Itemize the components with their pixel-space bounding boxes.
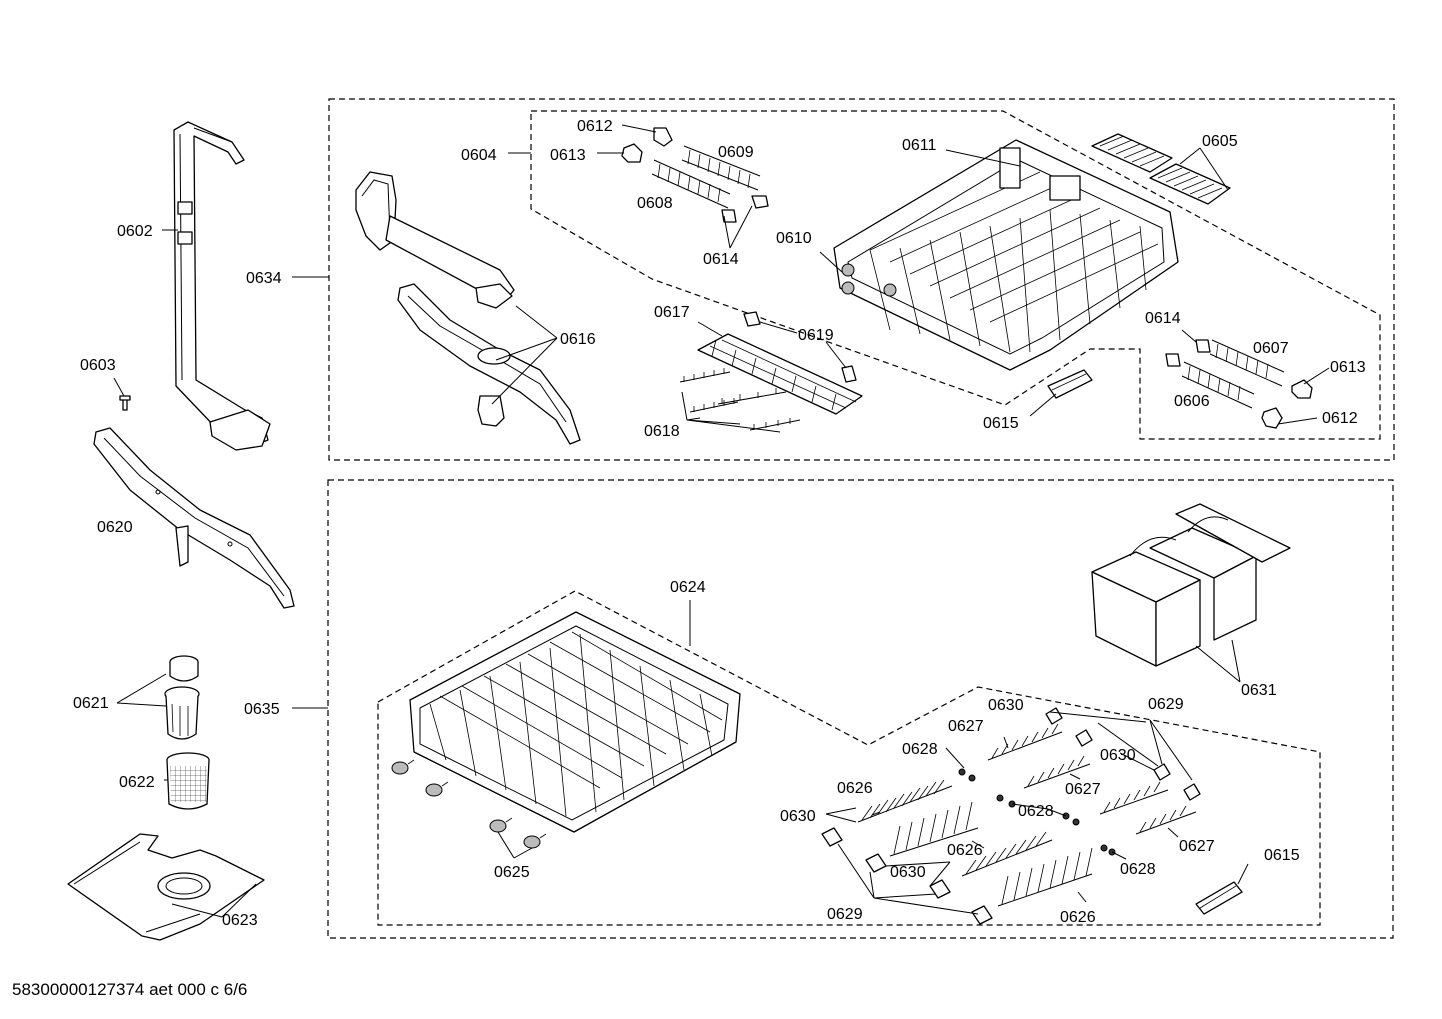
- label-0627-b: 0627: [1065, 781, 1101, 798]
- label-0628-b: 0628: [1018, 803, 1054, 820]
- label-0622: 0622: [119, 774, 155, 791]
- leader-lines: [113, 124, 1330, 918]
- label-0609: 0609: [718, 144, 754, 161]
- upper-spray-arm-0616: [397, 283, 581, 445]
- label-0602: 0602: [117, 223, 153, 240]
- label-0623: 0623: [222, 912, 258, 929]
- label-0628-c: 0628: [1120, 861, 1156, 878]
- label-0610: 0610: [776, 230, 812, 247]
- label-0618: 0618: [644, 423, 680, 440]
- label-0626-c: 0626: [1060, 909, 1096, 926]
- label-0630-a: 0630: [988, 697, 1024, 714]
- label-0630-d: 0630: [890, 864, 926, 881]
- label-0631: 0631: [1241, 682, 1277, 699]
- rack-roller-clip-0613b: [1291, 379, 1313, 399]
- label-0617: 0617: [654, 304, 690, 321]
- cutlery-basket-0631: [1091, 503, 1291, 667]
- micro-filter-plate-0623: [67, 833, 265, 941]
- rack-rail-0607: [1195, 339, 1285, 387]
- label-0621: 0621: [73, 695, 109, 712]
- frame-upper-rack-group: [530, 110, 1381, 440]
- spray-arm-supply-pipe: [173, 121, 271, 451]
- label-0629-b: 0629: [827, 906, 863, 923]
- document-id-footer: 58300000127374 aet 000 c 6/6: [12, 980, 248, 999]
- rack-roller-clip-0612b: [1261, 407, 1283, 429]
- label-0628-a: 0628: [902, 741, 938, 758]
- frame-lower-assembly: [327, 479, 1394, 939]
- part-labels: 0602 0603 0620 0621 0622 0623 0634 0635 …: [73, 118, 1366, 929]
- label-0613-right: 0613: [1330, 359, 1366, 376]
- rack-rail-0609: [681, 145, 769, 209]
- rack-roller-clip-0612a: [653, 127, 673, 147]
- frame-lower-rack-group: [377, 590, 1321, 926]
- label-0614-right: 0614: [1145, 310, 1181, 327]
- label-0614-upper: 0614: [703, 251, 739, 268]
- rack-roller-clip-0613a: [621, 143, 643, 163]
- label-0612-right: 0612: [1322, 410, 1358, 427]
- label-0626-b: 0626: [947, 842, 983, 859]
- tine-row-insert-0605: [1091, 133, 1231, 205]
- label-0619: 0619: [798, 327, 834, 344]
- rack-rail-0606: [1165, 353, 1255, 409]
- label-0620: 0620: [97, 519, 133, 536]
- end-cap-0615a: [1047, 369, 1093, 399]
- label-0635: 0635: [244, 701, 280, 718]
- label-0625: 0625: [494, 864, 530, 881]
- cup-shelf-tines-0618: [679, 368, 801, 431]
- label-0627-c: 0627: [1179, 838, 1215, 855]
- end-cap-0615b: [1195, 881, 1243, 915]
- clips-0628-0630: [821, 707, 1201, 925]
- label-0615-upper: 0615: [983, 415, 1019, 432]
- label-0629-a: 0629: [1148, 696, 1184, 713]
- label-0624: 0624: [670, 579, 706, 596]
- label-0604: 0604: [461, 147, 497, 164]
- upper-spray-pipe-0604: [355, 171, 515, 309]
- fine-filter-0622: [166, 752, 210, 810]
- label-0612-upper: 0612: [577, 118, 613, 135]
- label-0627-a: 0627: [948, 718, 984, 735]
- frame-upper-assembly: [328, 98, 1395, 461]
- label-0611: 0611: [902, 137, 937, 154]
- label-0607: 0607: [1253, 340, 1289, 357]
- label-0608: 0608: [637, 195, 673, 212]
- label-0616: 0616: [560, 331, 596, 348]
- tine-rows-0626: [857, 779, 1093, 907]
- lower-spray-arm: [93, 427, 295, 609]
- lower-basket-0624: [409, 611, 741, 833]
- filter-cylinder-0621: [164, 655, 200, 740]
- label-0613-upper: 0613: [550, 147, 586, 164]
- cup-shelf-0617: [697, 311, 863, 415]
- screw-0603: [119, 395, 131, 411]
- label-0615-lower: 0615: [1264, 847, 1300, 864]
- label-0603: 0603: [80, 357, 116, 374]
- label-0626-a: 0626: [837, 780, 873, 797]
- upper-basket-0611: [833, 139, 1179, 371]
- label-0630-b: 0630: [1100, 747, 1136, 764]
- label-0606: 0606: [1174, 393, 1210, 410]
- label-0634: 0634: [246, 270, 282, 287]
- tine-rows-0627: [987, 723, 1197, 835]
- label-0605: 0605: [1202, 133, 1238, 150]
- rack-rail-0608: [651, 159, 737, 223]
- label-0630-c: 0630: [780, 808, 816, 825]
